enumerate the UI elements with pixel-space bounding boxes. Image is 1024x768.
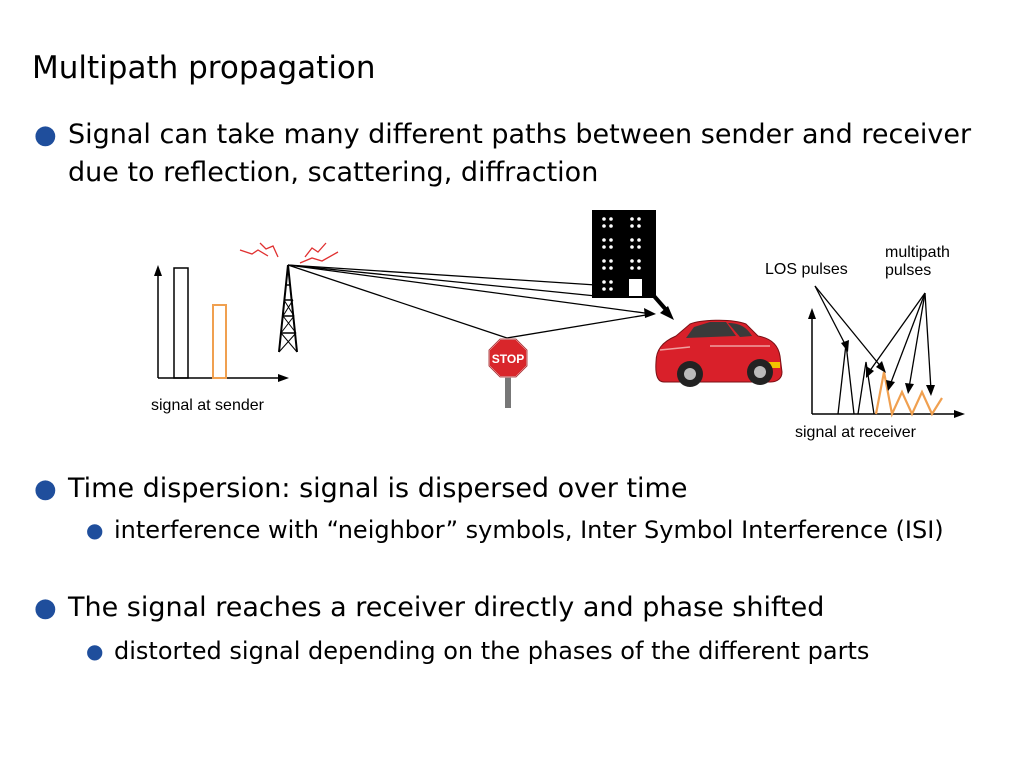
reflection-path [654, 296, 674, 320]
antenna-radiation-icon [240, 243, 338, 263]
stop-sign-icon: STOP [489, 339, 527, 408]
bullet-text: Time dispersion: signal is dispersed ove… [68, 473, 687, 504]
sender-multipath-pulse [213, 305, 226, 378]
receiver-signal-plot [808, 308, 965, 418]
path-to-building-top [288, 265, 596, 285]
bullet-text: Signal can take many different paths bet… [68, 119, 971, 188]
subbullet-isi: ● interference with “neighbor” symbols, … [114, 513, 974, 547]
los-pulses-label: LOS pulses [765, 261, 848, 279]
los-pointer-arrows [815, 286, 882, 368]
signal-at-receiver-label: signal at receiver [795, 424, 916, 442]
sender-x-arrow [278, 374, 289, 382]
subbullet-dot: ● [86, 634, 103, 668]
subbullet-text: interference with “neighbor” symbols, In… [114, 516, 944, 544]
bullet-dot: ● [34, 116, 57, 154]
bullet-time-dispersion: ● Time dispersion: signal is dispersed o… [68, 470, 988, 508]
multipath-diagram: STOP [0, 205, 1024, 505]
building-icon [592, 210, 656, 298]
multipath-label-line-2: pulses [885, 262, 950, 280]
receiver-los-pulse-1 [838, 344, 854, 414]
car-icon [656, 320, 782, 387]
sender-y-arrow [154, 265, 162, 276]
receiver-multipath-pulses [876, 372, 942, 414]
multipath-pointer-arrows [869, 293, 931, 390]
bullet-multipath-definition: ● Signal can take many different paths b… [68, 116, 1008, 192]
bullet-dot: ● [34, 470, 57, 508]
bullet-phase-shift: ● The signal reaches a receiver directly… [68, 589, 988, 627]
multipath-label-line-1: multipath [885, 244, 950, 262]
signal-at-sender-label: signal at sender [151, 397, 264, 415]
receiver-y-arrow [808, 308, 816, 319]
sender-signal-plot [154, 265, 289, 382]
bullet-dot: ● [34, 589, 57, 627]
multipath-pulses-label: multipath pulses [885, 244, 950, 280]
path-stop-to-car [507, 314, 652, 338]
subbullet-text: distorted signal depending on the phases… [114, 637, 869, 665]
multipath-arrowheads [866, 366, 935, 396]
receiver-x-arrow [954, 410, 965, 418]
slide-title: Multipath propagation [32, 50, 376, 86]
bullet-text: The signal reaches a receiver directly a… [68, 592, 824, 623]
subbullet-dot: ● [86, 513, 103, 547]
stop-sign-text: STOP [492, 352, 524, 366]
subbullet-distorted-signal: ● distorted signal depending on the phas… [114, 634, 974, 668]
path-arrowhead [644, 308, 656, 318]
sender-los-pulse [174, 268, 188, 378]
antenna-tower [279, 265, 297, 352]
